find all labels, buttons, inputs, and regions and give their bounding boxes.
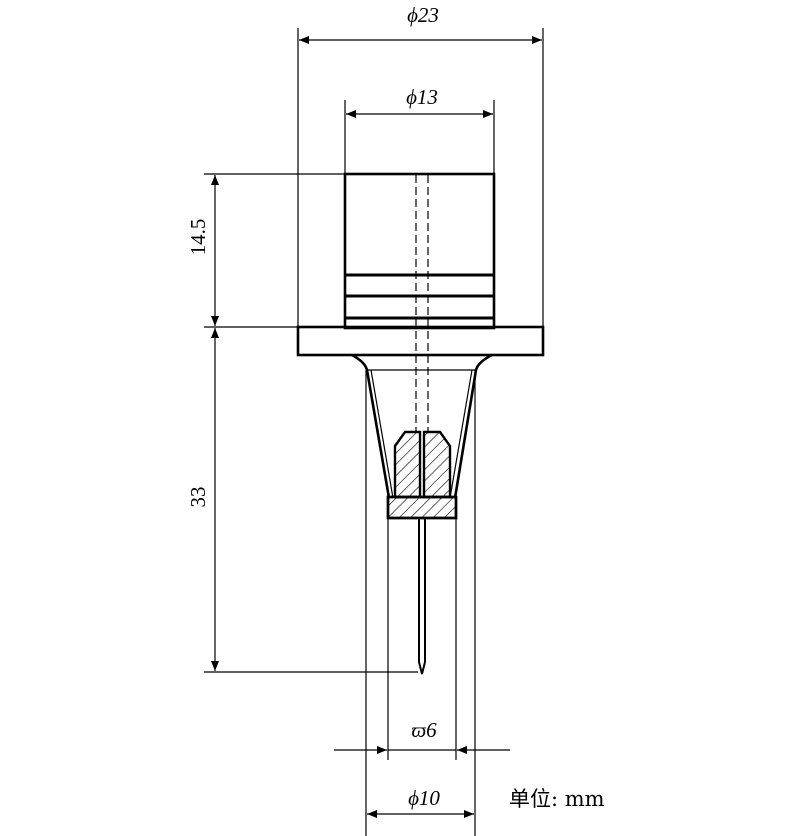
- needle: [418, 518, 426, 675]
- dim-label-10: ϕ10: [408, 786, 440, 810]
- hub-left-inner: [370, 369, 394, 499]
- dim-label-6: ϖ6: [411, 718, 437, 742]
- insert-base: [386, 495, 458, 520]
- hub-right-outer: [453, 353, 493, 499]
- dim-label-14-5: 14.5: [186, 219, 210, 256]
- needle-body: [296, 172, 545, 675]
- dimension-lines: [211, 36, 542, 818]
- dim-label-33: 33: [186, 487, 210, 508]
- unit-label: 单位: mm: [509, 787, 605, 811]
- dim-label-13: ϕ13: [406, 85, 438, 109]
- insert-left: [393, 430, 422, 499]
- hub-left-outer: [351, 353, 391, 499]
- hub-right-inner: [449, 369, 473, 499]
- flange: [296, 325, 545, 357]
- dim-label-23: ϕ23: [407, 3, 439, 27]
- top-cylinder: [343, 172, 496, 330]
- insert-right: [422, 430, 452, 499]
- extension-lines: [204, 28, 544, 836]
